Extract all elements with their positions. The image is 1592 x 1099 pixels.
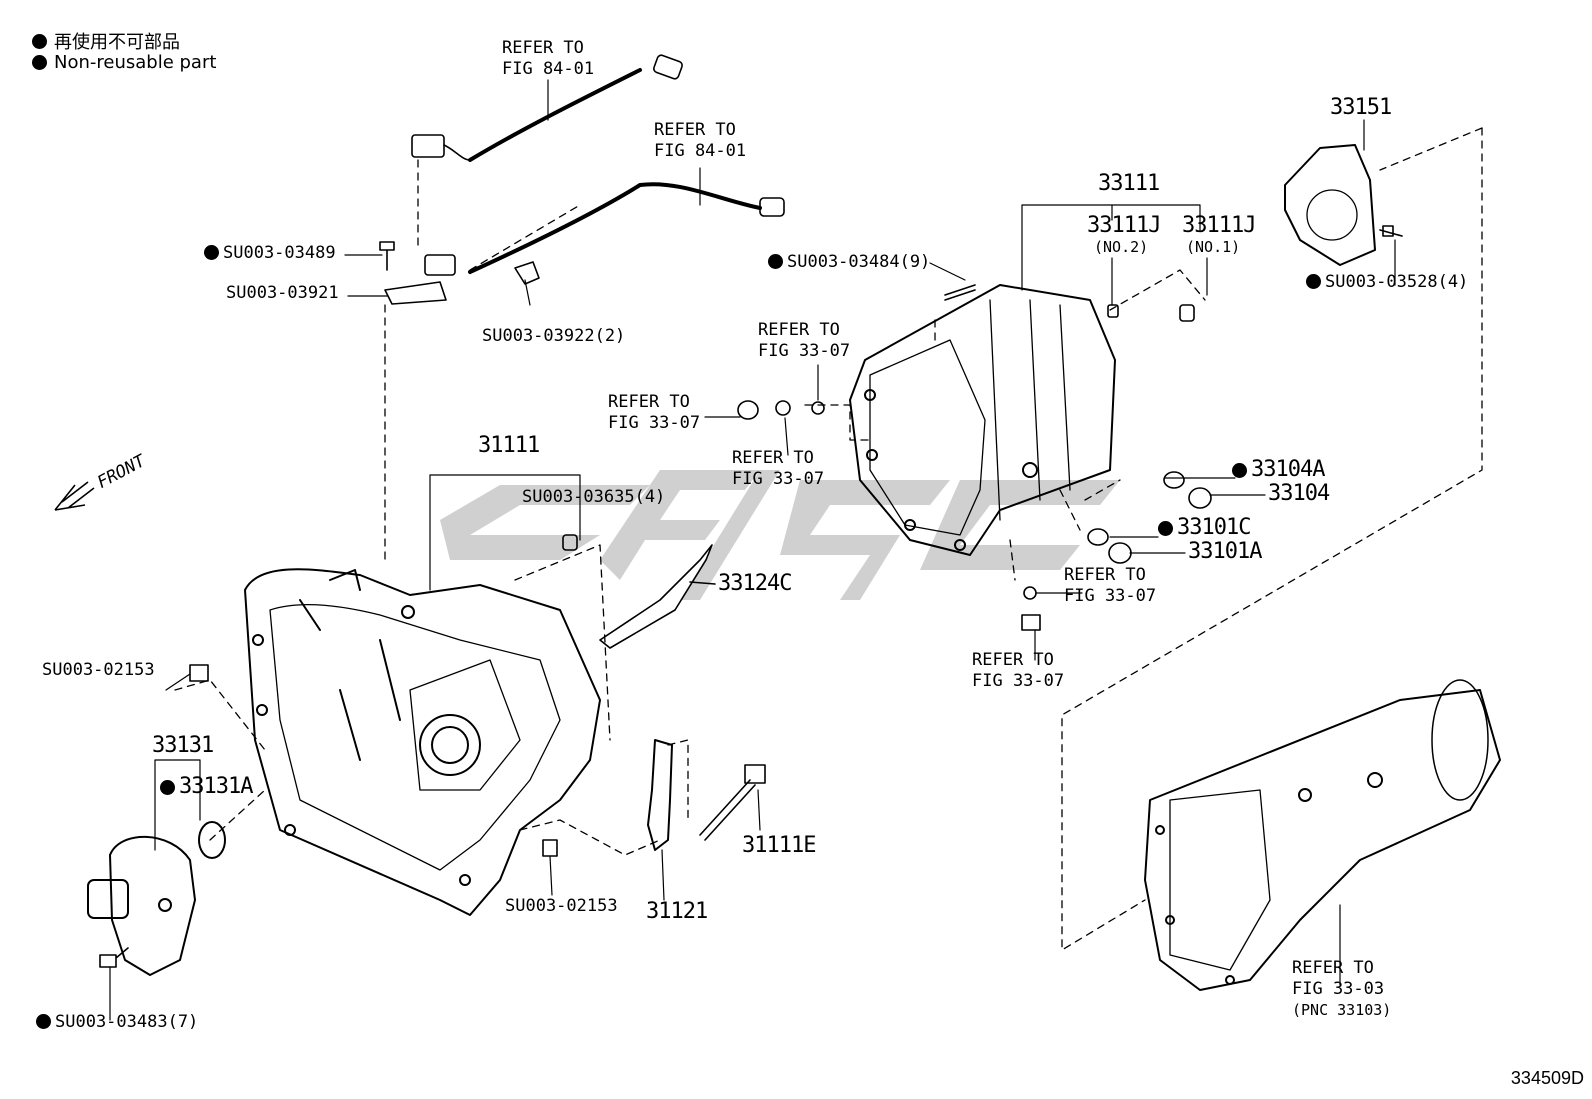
- label-31111[interactable]: 31111: [478, 433, 540, 458]
- dowel-su003-03635: [562, 534, 578, 551]
- plug-refer-e: [1021, 614, 1041, 631]
- non-reusable-bullet-icon: [32, 55, 47, 70]
- nut-su003-02153-b: [542, 839, 558, 857]
- bolt-su003-03483: [99, 947, 129, 968]
- non-reusable-bullet-icon: [1232, 463, 1247, 478]
- bracket-su003-03921: [384, 281, 447, 305]
- bolt-su003-03489: [379, 241, 395, 271]
- rear-housing-33103: [1144, 679, 1501, 991]
- label-no1: (NO.1): [1186, 238, 1241, 256]
- plate-33124c: [599, 544, 713, 649]
- transmission-case-33111: [849, 284, 1116, 556]
- label-33111[interactable]: 33111: [1098, 171, 1160, 196]
- non-reusable-bullet-icon: [1158, 521, 1173, 536]
- label-33151[interactable]: 33151: [1330, 95, 1392, 120]
- pin-33111j-no1: [1179, 304, 1195, 322]
- label-33101c[interactable]: 33101C: [1158, 516, 1251, 540]
- label-su003-03528[interactable]: SU003-03528(4): [1306, 272, 1468, 293]
- non-reusable-bullet-icon: [1306, 274, 1321, 289]
- extension-housing-33151: [1284, 144, 1376, 266]
- leader-lines: [154, 79, 1365, 851]
- non-reusable-bullet-icon: [160, 780, 175, 795]
- plug-33104: [1188, 487, 1212, 509]
- nut-su003-02153-a: [189, 664, 209, 682]
- clip-su003-03922: [514, 261, 540, 285]
- bolt-31111e: [699, 764, 766, 841]
- label-su003-03483[interactable]: SU003-03483(7): [36, 1012, 198, 1033]
- plug-refer-b: [775, 400, 791, 416]
- bolt-su003-03484: [944, 284, 976, 301]
- plug-refer-a: [737, 400, 759, 420]
- label-su003-03489[interactable]: SU003-03489: [204, 243, 336, 264]
- bracket-31121: [647, 739, 673, 851]
- plug-refer-d: [1023, 586, 1037, 600]
- label-33111j-no1[interactable]: 33111J: [1182, 213, 1256, 238]
- non-reusable-bullet-icon: [204, 245, 219, 260]
- wire-harness-lower: [424, 182, 785, 276]
- front-arrow: [54, 481, 95, 511]
- label-31121[interactable]: 31121: [646, 899, 708, 924]
- label-33131[interactable]: 33131: [152, 733, 214, 758]
- plug-33101a: [1108, 542, 1132, 564]
- label-su003-03635[interactable]: SU003-03635(4): [522, 487, 666, 507]
- plug-refer-c: [811, 401, 825, 415]
- label-su003-03484[interactable]: SU003-03484(9): [768, 252, 930, 273]
- label-no2: (NO.2): [1094, 238, 1149, 256]
- bearing-retainer-33131: [87, 835, 196, 976]
- wire-harness-upper: [411, 54, 683, 162]
- figure-id: 334509D: [1510, 1068, 1584, 1088]
- oil-seal-33131a: [198, 821, 226, 859]
- non-reusable-bullet-icon: [768, 254, 783, 269]
- label-31111e[interactable]: 31111E: [742, 833, 816, 858]
- label-su003-03922[interactable]: SU003-03922(2): [482, 326, 626, 346]
- label-33131a[interactable]: 33131A: [160, 775, 253, 799]
- pin-33111j-no2: [1107, 304, 1119, 318]
- label-su003-02153-a[interactable]: SU003-02153: [42, 660, 155, 680]
- label-33111j-no2[interactable]: 33111J: [1087, 213, 1161, 238]
- gasket-33104a: [1163, 471, 1185, 489]
- watermark-logo: [440, 470, 1120, 600]
- label-su003-02153-b[interactable]: SU003-02153: [505, 896, 618, 916]
- label-33101a[interactable]: 33101A: [1188, 539, 1262, 564]
- alignment-lines: [174, 127, 1483, 951]
- non-reusable-bullet-icon: [36, 1014, 51, 1029]
- legend-en: Non-reusable part: [32, 52, 216, 73]
- label-33104[interactable]: 33104: [1268, 481, 1330, 506]
- legend-jp: 再使用不可部品: [32, 28, 180, 54]
- bolt-su003-03528: [1379, 225, 1403, 237]
- clutch-housing-31111: [244, 568, 601, 916]
- label-33124c[interactable]: 33124C: [718, 571, 792, 596]
- label-33104a[interactable]: 33104A: [1232, 458, 1325, 482]
- non-reusable-bullet-icon: [32, 33, 47, 49]
- label-su003-03921[interactable]: SU003-03921: [226, 283, 339, 303]
- gasket-33101c: [1087, 528, 1109, 546]
